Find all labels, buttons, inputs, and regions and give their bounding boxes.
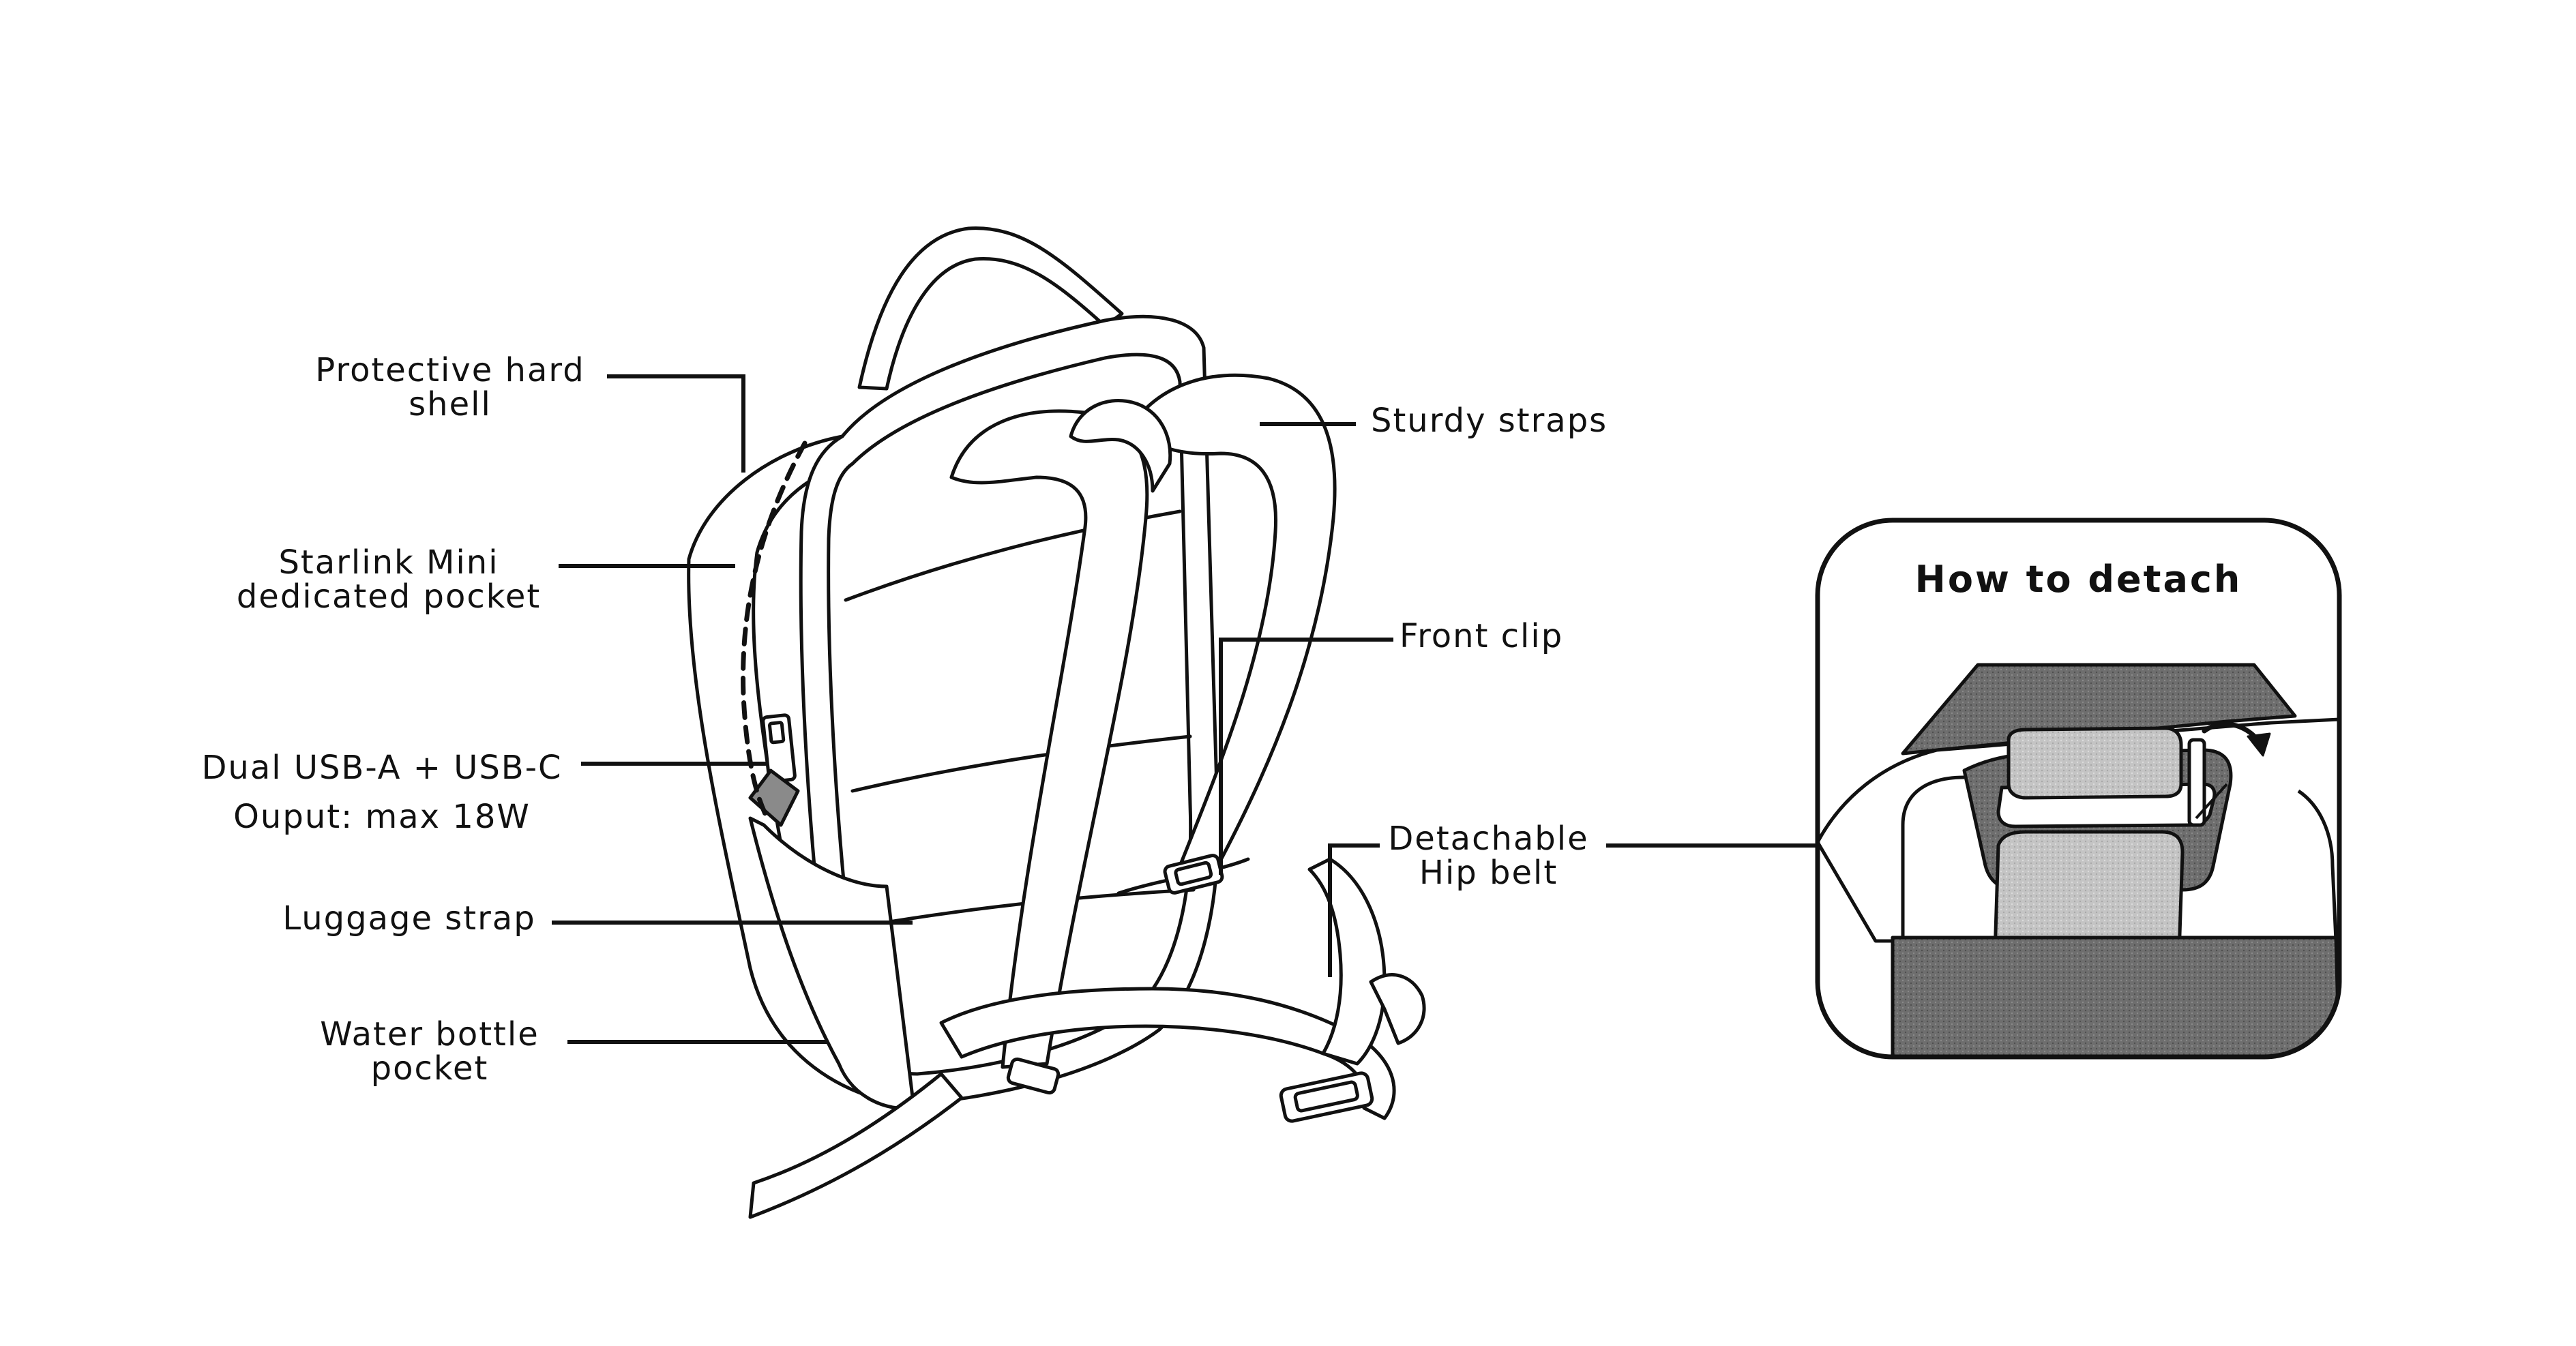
label-sturdy-straps-line1: Sturdy straps <box>1371 402 1608 440</box>
inset-roll <box>2007 726 2183 800</box>
hip-belt-pad <box>1307 857 1387 1066</box>
label-protective-shell-line1: Protective hard <box>315 351 585 389</box>
leader-lines <box>552 374 1820 1044</box>
label-luggage-strap-line1: Luggage strap <box>282 899 536 938</box>
hanging-strap <box>748 1072 964 1219</box>
label-luggage-strap: Luggage strap <box>273 901 546 936</box>
inset-top-flap <box>1901 663 2297 756</box>
label-usb-ports-line2: Ouput: max 18W <box>233 798 531 836</box>
inset-webbing <box>1993 830 2185 957</box>
label-hip-belt: Detachable Hip belt <box>1371 822 1606 890</box>
leader-front-clip <box>1219 638 1393 875</box>
pocket-dashed-line <box>741 440 808 821</box>
label-usb-ports: Dual USB-A + USB-C Ouput: max 18W <box>191 743 573 841</box>
label-protective-shell: Protective hard shell <box>300 353 600 421</box>
inset-bottom-panel <box>1891 936 2339 1057</box>
right-shoulder-strap <box>1127 373 1337 875</box>
inset-title: How to detach <box>1914 558 2242 601</box>
label-starlink-pocket: Starlink Mini dedicated pocket <box>222 545 556 614</box>
usb-cable <box>748 768 800 827</box>
backpack-illustration <box>687 226 1426 1219</box>
label-front-clip: Front clip <box>1400 619 1563 653</box>
inset-frame <box>1815 518 2342 1060</box>
label-water-bottle-pocket: Water bottle pocket <box>300 1017 559 1086</box>
label-starlink-pocket-line1: Starlink Mini <box>278 543 499 582</box>
carry-handle <box>857 226 1124 391</box>
strap-loop <box>1069 398 1172 493</box>
label-sturdy-straps: Sturdy straps <box>1371 404 1608 438</box>
detach-inset <box>1815 518 2342 1060</box>
label-hip-belt-line1: Detachable <box>1388 820 1589 858</box>
label-water-bottle-pocket-line2: pocket <box>370 1049 489 1088</box>
leader-hip-belt <box>1328 843 1380 977</box>
leader-protective-shell <box>607 374 745 473</box>
label-water-bottle-pocket-line1: Water bottle <box>320 1015 539 1053</box>
label-starlink-pocket-line2: dedicated pocket <box>236 578 542 616</box>
hip-belt <box>939 987 1396 1120</box>
label-protective-shell-line2: shell <box>409 385 492 423</box>
label-front-clip-line1: Front clip <box>1400 617 1564 655</box>
label-usb-ports-line1: Dual USB-A + USB-C <box>201 749 563 787</box>
label-hip-belt-line2: Hip belt <box>1419 854 1558 892</box>
